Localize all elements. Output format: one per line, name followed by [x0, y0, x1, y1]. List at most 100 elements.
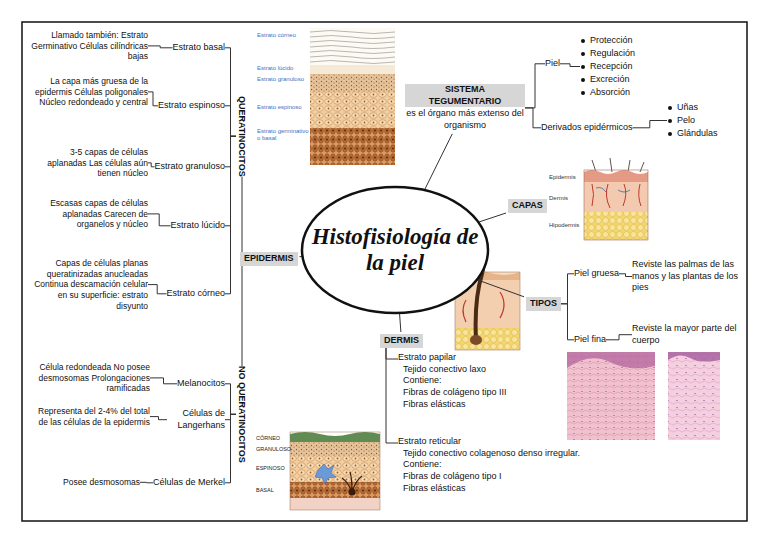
vertical-label: QUERATINOCITOS [236, 96, 248, 177]
node-text: Contiene: [398, 459, 628, 471]
connector [560, 64, 580, 67]
node-text: La capa más gruesa de la epidermis Célul… [30, 76, 148, 108]
connector [140, 482, 153, 484]
type-label: Piel fina [574, 334, 606, 346]
connector [148, 46, 173, 48]
illustration-label: Dermis [549, 195, 568, 202]
node-text: Estrato córneo [166, 288, 225, 300]
description-text: Célula redondeada No posee desmosomas Pr… [30, 362, 150, 394]
epidermis-strata-illustration [310, 28, 395, 165]
connector [606, 335, 632, 340]
description-text: Capas de células planas queratinizadas a… [28, 258, 148, 311]
description-text: Representa del 2-4% del total de las cél… [30, 406, 150, 427]
description-text: Reviste las palmas de las manos y las pl… [632, 259, 744, 294]
highlight-label: DERMIS [380, 334, 423, 348]
stratum-name: Estrato córneo [166, 288, 225, 300]
node-text: Reviste las palmas de las manos y las pl… [632, 259, 744, 294]
node-text: Escasas capas de células aplanadas Carec… [30, 198, 148, 230]
system-heading: SISTEMA TEGUMENTARIOes el órgano más ext… [405, 84, 525, 132]
highlight-label: TIPOS [526, 297, 561, 311]
node-text: Estrato espinoso [158, 100, 225, 112]
node-text: Posee desmosomas [63, 477, 140, 488]
vertical-label: NO QUERATINOCITOS [236, 366, 248, 463]
node-text: Recepción [580, 60, 670, 73]
connector [424, 134, 452, 190]
connector [619, 274, 632, 277]
node-text: Estrato papilar [398, 352, 553, 364]
connector [386, 348, 398, 443]
branch-label: Derivados epidérmicos [541, 122, 633, 134]
description-text: Posee desmosomas [63, 477, 140, 488]
stratum-name: Estrato basal [172, 42, 225, 54]
node-text: QUERATINOCITOS [236, 96, 248, 177]
type-label: Piel gruesa [574, 268, 619, 280]
connector [148, 214, 171, 226]
description-text: Reviste la mayor parte del cuerpo [632, 323, 744, 346]
page-frame [22, 22, 747, 521]
node-text: SISTEMA TEGUMENTARIO [405, 84, 525, 107]
connector [225, 136, 236, 293]
connector [242, 177, 243, 252]
node-text: Reviste la mayor parte del cuerpo [632, 323, 744, 346]
stratum-name: Estrato granuloso [154, 161, 225, 173]
skin-layers-illustration [584, 158, 648, 240]
node-text: CAPAS [512, 200, 543, 212]
description-text: Escasas capas de células aplanadas Carec… [30, 198, 148, 230]
node-text: EPIDERMIS [244, 253, 294, 265]
title-ellipse: Histofisiología de la piel [300, 185, 490, 315]
epidermis-cells-illustration [290, 432, 380, 510]
node-text: Fibras elásticas [398, 483, 628, 495]
node-text: Derivados epidérmicos [541, 122, 633, 134]
node-text: Absorción [580, 86, 670, 99]
highlight-label: EPIDERMIS [240, 252, 298, 266]
illustration-label: Estrato espinoso [257, 104, 302, 111]
connector [478, 213, 506, 222]
node-text: Representa del 2-4% del total de las cél… [30, 406, 150, 427]
node-text: DERMIS [384, 335, 419, 347]
bullet-list: UñasPeloGlándulas [667, 101, 737, 140]
highlight-label: CAPAS [508, 199, 547, 213]
stratum-name: Estrato lúcido [170, 220, 225, 232]
node-text: Protección [580, 34, 670, 47]
connector [150, 378, 177, 384]
connector [525, 64, 545, 108]
connector [242, 266, 243, 366]
connector [150, 417, 167, 420]
description-text: 3-5 capas de células aplanadas Las célul… [30, 147, 148, 179]
node-text: Fibras de colágeno tipo I [398, 471, 628, 483]
connector [525, 108, 541, 128]
illustration-label: Epidermis [549, 174, 576, 181]
node-text: Glándulas [667, 127, 737, 140]
node-text: Fibras de colágeno tipo III [398, 387, 553, 399]
node-text: Estrato reticular [398, 436, 628, 448]
connector [148, 163, 155, 167]
connector [225, 414, 236, 483]
connector [148, 92, 158, 106]
node-text: Piel gruesa [574, 268, 619, 280]
node-text: Contiene: [398, 375, 553, 387]
illustration-label: CÓRNEO [256, 435, 280, 442]
node-text: Tejido conectivo laxo [398, 364, 553, 376]
description-text: Llamado también: Estrato Germinativo Cél… [30, 30, 148, 62]
node-text: Fibras elásticas [398, 399, 553, 411]
connector [148, 285, 167, 294]
layer-details: Estrato reticularTejido conectivo colage… [398, 436, 628, 494]
node-text: Regulación [580, 47, 670, 60]
node-text: Estrato lúcido [170, 220, 225, 232]
node-text: Histofisiología de la piel [310, 224, 480, 277]
cell-name: Células de Langerhans [167, 408, 225, 431]
branch-label: Piel [545, 58, 560, 70]
node-text: 3-5 capas de células aplanadas Las célul… [30, 147, 148, 179]
node-text: Uñas [667, 101, 737, 114]
connector [225, 48, 236, 137]
node-text: Estrato granuloso [154, 161, 225, 173]
illustration-label: Estrato lúcido [257, 65, 293, 72]
node-text: Tejido conectivo colagenoso denso irregu… [398, 448, 628, 460]
node-text: Estrato basal [172, 42, 225, 54]
illustration-label: Hipodermis [549, 222, 579, 229]
stratum-name: Estrato espinoso [158, 100, 225, 112]
connector [633, 121, 668, 128]
layer-details: Estrato papilarTejido conectivo laxoCont… [398, 352, 553, 410]
illustration-label: Estrato córneo [257, 32, 296, 39]
